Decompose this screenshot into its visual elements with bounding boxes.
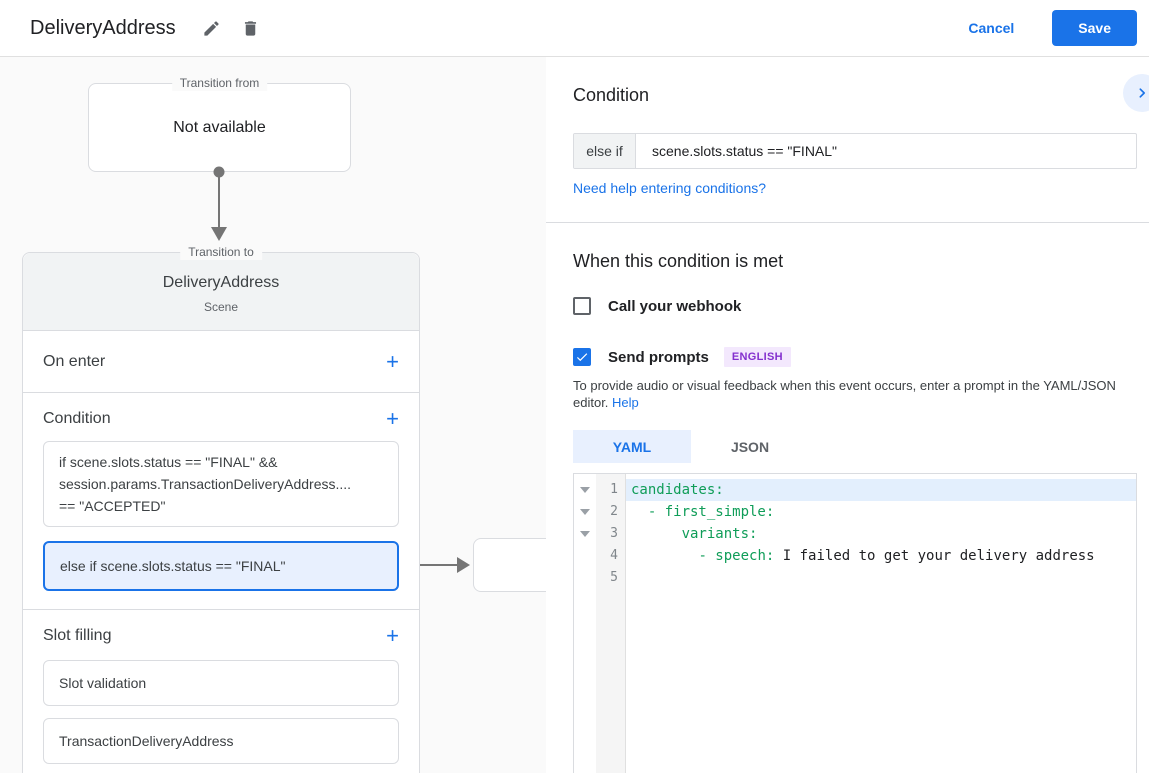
fold-arrow-icon[interactable] [574, 479, 596, 501]
prompt-description-text: To provide audio or visual feedback when… [573, 378, 1116, 410]
transition-target-node[interactable] [473, 538, 546, 592]
condition-item[interactable]: if scene.slots.status == "FINAL" && sess… [43, 441, 399, 527]
slot-item-transaction-delivery-address[interactable]: TransactionDeliveryAddress [43, 718, 399, 764]
condition-section: Condition + if scene.slots.status == "FI… [23, 393, 419, 610]
cancel-button[interactable]: Cancel [968, 20, 1015, 36]
scene-card: Transition to DeliveryAddress Scene On e… [22, 245, 420, 773]
condition-detail-panel: Condition else if scene.slots.status == … [546, 57, 1149, 773]
edit-scene-button[interactable] [198, 15, 225, 42]
slot-filling-section: Slot filling + Slot validation Transacti… [23, 610, 419, 773]
checkmark-icon [575, 350, 589, 364]
send-prompts-checkbox[interactable] [573, 348, 591, 366]
transition-from-content: Not available [173, 118, 266, 136]
header-actions: Cancel Save [968, 10, 1137, 46]
prompt-description: To provide audio or visual feedback when… [573, 377, 1131, 411]
add-condition-button[interactable]: + [386, 406, 399, 431]
condition-item-line: session.params.TransactionDeliveryAddres… [59, 476, 352, 492]
line-number-gutter: 1 2 3 4 5 [596, 474, 626, 773]
line-number: 5 [610, 570, 618, 585]
collapse-panel-button[interactable] [1123, 74, 1149, 112]
on-enter-label: On enter [43, 352, 106, 370]
panel-heading: Condition [573, 85, 650, 105]
add-slot-button[interactable]: + [386, 623, 399, 648]
line-number: 1 [610, 482, 618, 497]
condition-expression-field: else if scene.slots.status == "FINAL" [573, 133, 1137, 169]
condition-item-selected[interactable]: else if scene.slots.status == "FINAL" [43, 541, 399, 591]
page-title: DeliveryAddress [30, 16, 176, 39]
when-met-heading: When this condition is met [573, 251, 784, 271]
webhook-row: Call your webhook [573, 297, 741, 315]
condition-help-link[interactable]: Need help entering conditions? [573, 180, 767, 196]
code-line: - first_simple: [647, 504, 775, 520]
slot-filling-label: Slot filling [43, 627, 112, 644]
code-area[interactable]: candidates: - first_simple: variants: - … [626, 474, 1136, 773]
tab-yaml[interactable]: YAML [573, 430, 691, 463]
condition-expression-input[interactable]: scene.slots.status == "FINAL" [652, 143, 838, 159]
code-line: - speech: I failed to get your delivery … [698, 548, 1095, 564]
send-prompts-row: Send prompts ENGLISH [573, 347, 791, 367]
code-line: candidates: [626, 479, 1136, 501]
save-button[interactable]: Save [1052, 10, 1137, 46]
language-badge: ENGLISH [723, 347, 791, 367]
transition-from-legend: Transition from [171, 76, 268, 91]
chevron-right-icon [1132, 83, 1149, 103]
header: DeliveryAddress Cancel Save [0, 0, 1149, 57]
fold-arrow-icon[interactable] [574, 523, 596, 545]
scene-card-title: DeliveryAddress [162, 274, 280, 291]
fold-arrow-icon[interactable] [574, 501, 596, 523]
condition-label: Condition [43, 410, 111, 427]
help-link[interactable]: Help [612, 395, 639, 410]
fold-gutter [574, 474, 596, 773]
transition-from-node[interactable]: Transition from Not available [88, 76, 351, 172]
arrow-right-icon [457, 557, 470, 573]
yaml-code-editor[interactable]: 1 2 3 4 5 candidates: - first_simple: va… [573, 473, 1137, 773]
scene-card-subtitle: Scene [203, 300, 239, 314]
scene-diagram-panel: Transition from Not available Transition… [0, 57, 546, 773]
condition-section-header: Condition + [43, 407, 399, 431]
line-number: 2 [610, 504, 618, 519]
arrow-down-icon [211, 227, 227, 241]
delete-scene-button[interactable] [237, 15, 264, 42]
slot-filling-section-header: Slot filling + [43, 624, 399, 648]
header-title-group: DeliveryAddress [30, 15, 264, 42]
webhook-label: Call your webhook [608, 297, 742, 315]
line-number: 4 [610, 548, 618, 563]
editor-tabs: YAML JSON [573, 430, 809, 463]
on-enter-section: On enter + [23, 331, 419, 393]
code-line: variants: [681, 526, 758, 542]
send-prompts-label: Send prompts [608, 348, 709, 366]
webhook-checkbox[interactable] [573, 297, 591, 315]
condition-item-line: == "ACCEPTED" [59, 498, 166, 514]
tab-json[interactable]: JSON [691, 430, 809, 463]
condition-item-line: else if scene.slots.status == "FINAL" [60, 558, 286, 574]
condition-prefix: else if [574, 134, 636, 168]
slot-item-validation[interactable]: Slot validation [43, 660, 399, 706]
scene-card-header[interactable]: DeliveryAddress Scene [23, 253, 419, 331]
code-line [626, 567, 1136, 589]
pencil-icon [202, 19, 221, 38]
add-on-enter-button[interactable]: + [386, 348, 399, 374]
condition-item-line: if scene.slots.status == "FINAL" && [59, 454, 278, 470]
transition-to-legend: Transition to [180, 245, 262, 260]
panel-divider [546, 222, 1149, 223]
line-number: 3 [610, 526, 618, 541]
trash-icon [241, 19, 260, 38]
